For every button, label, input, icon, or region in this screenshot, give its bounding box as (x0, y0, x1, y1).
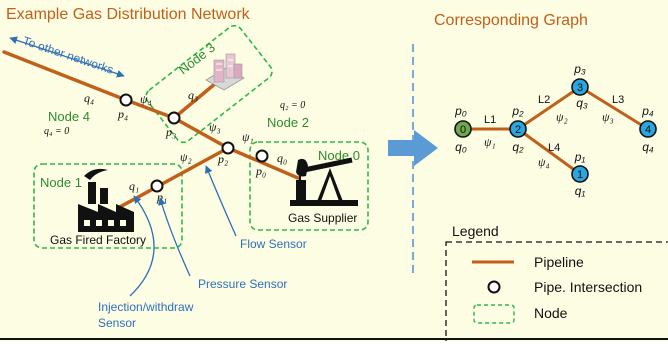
intersection-p3 (167, 111, 181, 125)
factory-icon (78, 168, 134, 232)
label-q4: q₄ (84, 91, 94, 105)
edge-L2 (516, 85, 582, 131)
graph-node-1 (571, 165, 589, 183)
intersection-p1 (150, 179, 164, 193)
label-p3: p₃ (165, 125, 176, 139)
edge-L3 (578, 85, 650, 131)
label-psi1: ψ₁ (242, 130, 254, 144)
node3-label: Node 3 (176, 40, 218, 78)
graph-node-4 (639, 120, 657, 138)
graph-p1: p₁ (574, 150, 586, 164)
legend-node-label: Node (534, 305, 568, 321)
graph-p0: p₀ (454, 104, 467, 118)
node4-label: Node 4 (48, 109, 90, 124)
right-panel-title: Corresponding Graph (434, 12, 588, 29)
graph-q2: q₂ (512, 140, 524, 154)
label-psi4: ψ₄ (140, 92, 152, 106)
intersection-p0 (255, 149, 269, 163)
label-q1: q₁ (129, 179, 139, 193)
graph-q1: q₁ (575, 184, 586, 198)
edge-L4-label: L4 (548, 142, 560, 154)
legend-intersection-label: Pipe. Intersection (534, 279, 642, 295)
pipe-psi1 (226, 146, 300, 180)
graph-p2: p₂ (511, 104, 524, 118)
q4-zero-condition: q₄ = 0 (44, 126, 69, 137)
legend-pipeline-label: Pipeline (534, 254, 584, 270)
graph-p4: p₄ (641, 104, 654, 118)
graph-node-3 (571, 78, 589, 96)
transform-arrow (388, 130, 438, 166)
edge-L4-psi: ψ₄ (538, 155, 550, 169)
graph-q3: q₃ (576, 96, 588, 110)
graph-node-2 (509, 120, 527, 138)
label-p4: p₄ (117, 107, 128, 121)
graph-node-0 (454, 120, 472, 138)
graph-nodes (454, 78, 657, 183)
label-psi2: ψ₂ (180, 150, 192, 164)
graph-node-ids: 0 2 3 4 1 (460, 82, 651, 181)
graph-node-2-id: 2 (515, 124, 521, 136)
edge-L2-psi: ψ₂ (556, 110, 568, 124)
pressure-sensor-arrow (158, 197, 191, 277)
intersection-p4 (119, 93, 133, 107)
edge-L3-label: L3 (612, 94, 624, 106)
intersection-p2 (221, 141, 235, 155)
legend-box (445, 241, 668, 346)
graph-node-0-id: 0 (460, 124, 466, 136)
q2-zero-condition: q₂ = 0 (280, 100, 305, 111)
label-p0: p₀ (255, 164, 266, 178)
graph-node-vars: p₀ q₀ p₂ q₂ p₃ q₃ p₄ q₄ p₁ q₁ (454, 62, 654, 198)
injection-sensor-arrow (129, 195, 155, 297)
gas-supplier-label: Gas Supplier (288, 211, 357, 225)
flow-sensor-arrow (205, 165, 237, 237)
legend-intersection-swatch (487, 280, 501, 294)
legend-node-swatch (473, 304, 515, 324)
graph-q0: q₀ (455, 140, 467, 154)
factory-label: Gas Fired Factory (50, 233, 146, 247)
edge-L2-label: L2 (538, 94, 550, 106)
flow-sensor-label: Flow Sensor (240, 237, 307, 251)
node2-label: Node 2 (267, 115, 309, 130)
legend-title: Legend (452, 223, 499, 239)
graph-node-3-id: 3 (577, 82, 583, 94)
label-psi3: ψ₃ (209, 120, 221, 134)
building-icon (205, 53, 245, 91)
graph-p3: p₃ (573, 62, 586, 76)
injection-sensor-label-1: Injection/withdraw (98, 300, 194, 314)
left-panel-title: Example Gas Distribution Network (6, 6, 251, 23)
other-networks-label: To other networks (21, 34, 115, 77)
graph-node-4-id: 4 (645, 124, 651, 136)
graph-edge-labels: L1 ψ₁ L2 ψ₂ L3 ψ₃ L4 ψ₄ (484, 94, 624, 169)
node0-box (249, 141, 369, 231)
edge-L1-psi: ψ₁ (484, 135, 496, 149)
label-p2: p₂ (217, 152, 228, 166)
pressure-sensor-label: Pressure Sensor (198, 277, 287, 291)
pipe-psi4 (124, 98, 176, 120)
pipe-psi3 (172, 116, 230, 150)
graph-edges (461, 85, 650, 176)
graph-node-1-id: 1 (577, 169, 583, 181)
node1-box (33, 163, 183, 249)
node3-box (145, 24, 273, 144)
injection-sensor-label-2: Sensor (98, 316, 136, 330)
gas-supplier-icon (290, 157, 358, 206)
graph-q4: q₄ (642, 140, 654, 154)
pipe-intersections (119, 93, 269, 193)
label-q3: q₃ (188, 88, 198, 102)
edge-L1-label: L1 (484, 114, 496, 126)
label-p1: p₁ (156, 190, 167, 204)
edge-L3-psi: ψ₃ (602, 110, 614, 124)
edge-L4 (516, 127, 582, 176)
other-networks-arrow (9, 36, 125, 78)
node1-label: Node 1 (40, 175, 82, 190)
label-q0: q₀ (277, 151, 287, 165)
